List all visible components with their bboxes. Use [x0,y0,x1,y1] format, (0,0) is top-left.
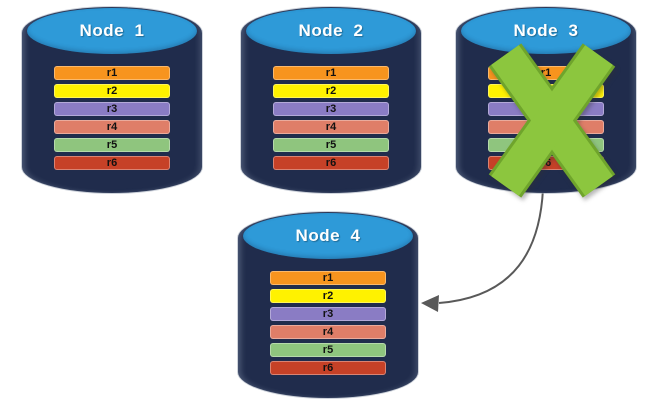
replica-bar-r3: r3 [54,102,170,116]
replica-bar-r4: r4 [270,325,386,339]
node-title: Node 3 [513,21,579,40]
replica-bars: r1 r2 r3 r4 r5 r6 [273,66,389,170]
cylinder-top-ellipse: Node 1 [27,8,197,54]
db-cylinder-node-2: Node 2 r1 r2 r3 r4 r5 r6 [241,7,421,193]
replica-bar-r5: r5 [273,138,389,152]
replica-bar-r1: r1 [54,66,170,80]
replica-bar-r5: r5 [270,343,386,357]
replica-bar-r5: r5 [54,138,170,152]
replica-bar-r3: r3 [273,102,389,116]
cylinder-top-ellipse: Node 3 [461,8,631,54]
arrowhead-icon [421,295,439,312]
replica-bars: r1 r2 r3 r4 r5 r6 [54,66,170,170]
replica-bar-r2: r2 [270,289,386,303]
replica-bars: r1 r2 r3 r4 r5 r6 [270,271,386,375]
replica-bar-r1: r1 [273,66,389,80]
replica-bar-r6: r6 [54,156,170,170]
replica-bar-r2: r2 [54,84,170,98]
db-cylinder-node-4: Node 4 r1 r2 r3 r4 r5 r6 [238,212,418,398]
node-title: Node 4 [295,226,361,245]
replica-bar-r2: r2 [273,84,389,98]
failure-x-icon [488,43,616,198]
replica-bar-r6: r6 [273,156,389,170]
node-title: Node 2 [298,21,364,40]
replica-bar-r4: r4 [54,120,170,134]
arrow-curve [438,188,544,304]
node-title: Node 1 [79,21,145,40]
replica-bar-r4: r4 [273,120,389,134]
cylinder-top-ellipse: Node 4 [243,213,413,259]
replica-bar-r3: r3 [270,307,386,321]
replica-bar-r1: r1 [270,271,386,285]
db-cylinder-node-1: Node 1 r1 r2 r3 r4 r5 r6 [22,7,202,193]
cylinder-top-ellipse: Node 2 [246,8,416,54]
replica-bar-r6: r6 [270,361,386,375]
